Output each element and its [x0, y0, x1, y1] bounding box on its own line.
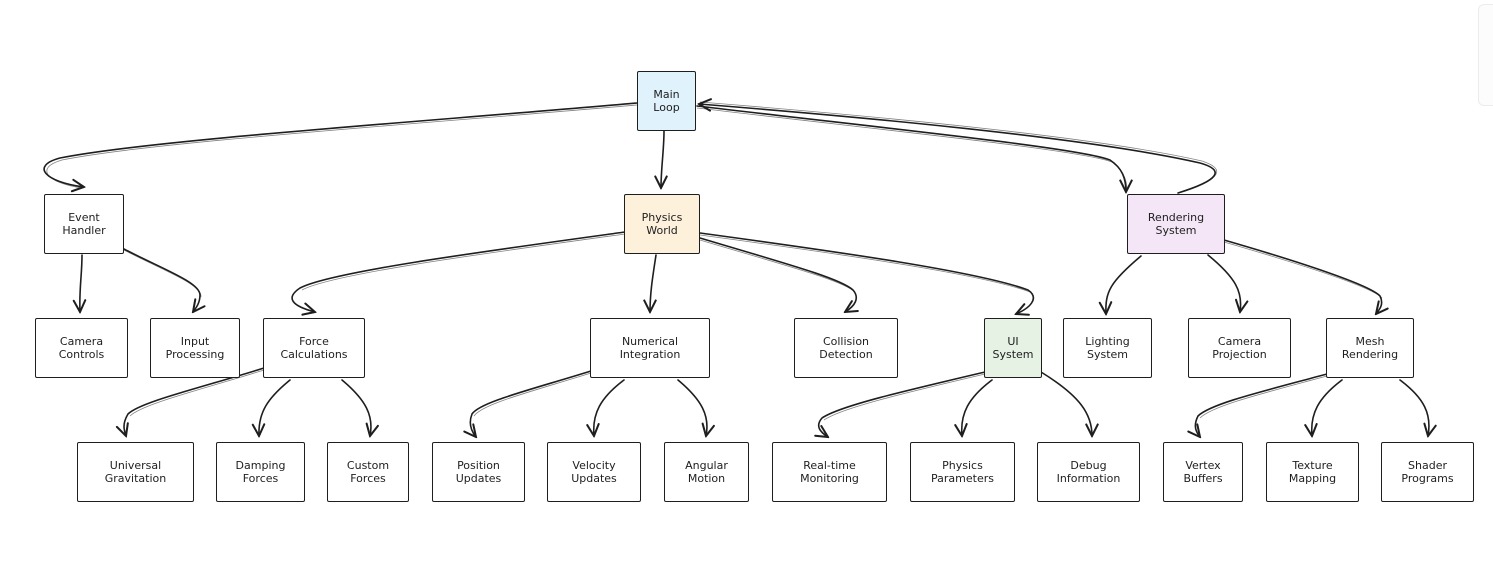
edge-main-to-event	[43, 102, 638, 187]
node-realtime-monitoring[interactable]: Real-time Monitoring	[772, 442, 887, 502]
node-label: Collision Detection	[819, 335, 873, 361]
edge-force-to-gravitation	[124, 367, 265, 436]
node-rendering-system[interactable]: Rendering System	[1127, 194, 1225, 254]
node-label: Camera Projection	[1212, 335, 1267, 361]
node-input-processing[interactable]: Input Processing	[150, 318, 240, 378]
node-label: Force Calculations	[280, 335, 348, 361]
node-custom-forces[interactable]: Custom Forces	[327, 442, 409, 502]
node-event-handler[interactable]: Event Handler	[44, 194, 124, 254]
node-angular-motion[interactable]: Angular Motion	[664, 442, 749, 502]
edge-physics-to-ui	[699, 232, 1034, 314]
node-universal-gravitation[interactable]: Universal Gravitation	[77, 442, 194, 502]
node-mesh-rendering[interactable]: Mesh Rendering	[1326, 318, 1414, 378]
node-ui-system[interactable]: UI System	[984, 318, 1042, 378]
node-label: Custom Forces	[346, 459, 390, 485]
node-label: Physics Parameters	[931, 459, 994, 485]
node-force-calculations[interactable]: Force Calculations	[263, 318, 365, 378]
edge-physics-to-collision	[699, 237, 856, 312]
edge-rendering-to-main	[699, 104, 1216, 194]
node-label: Rendering System	[1147, 211, 1205, 237]
node-physics-parameters[interactable]: Physics Parameters	[910, 442, 1015, 502]
node-label: Vertex Buffers	[1183, 459, 1223, 485]
node-numerical-integration[interactable]: Numerical Integration	[590, 318, 710, 378]
node-damping-forces[interactable]: Damping Forces	[216, 442, 305, 502]
edge-physics-to-numerical	[650, 254, 657, 312]
node-label: Physics World	[641, 211, 683, 237]
node-vertex-buffers[interactable]: Vertex Buffers	[1163, 442, 1243, 502]
node-label: UI System	[992, 335, 1034, 361]
edge-rendering-to-camera-projection	[1207, 254, 1241, 312]
edge-main-to-physics	[661, 130, 664, 188]
node-label: Camera Controls	[58, 335, 105, 361]
edge-numerical-to-velocity	[594, 379, 625, 436]
edge-mesh-to-texture	[1312, 379, 1343, 436]
edge-ui-to-debug	[1040, 371, 1092, 436]
edge-numerical-to-position	[470, 370, 592, 437]
node-label: Angular Motion	[685, 459, 728, 485]
node-shader-programs[interactable]: Shader Programs	[1381, 442, 1474, 502]
node-main-loop[interactable]: Main Loop	[637, 71, 696, 131]
node-label: Main Loop	[653, 88, 680, 114]
node-camera-controls[interactable]: Camera Controls	[35, 318, 128, 378]
edge-ui-to-realtime	[819, 371, 986, 437]
node-debug-information[interactable]: Debug Information	[1037, 442, 1140, 502]
node-position-updates[interactable]: Position Updates	[432, 442, 525, 502]
edge-physics-to-force	[291, 231, 626, 312]
edge-numerical-to-angular	[677, 379, 707, 436]
node-label: Texture Mapping	[1288, 459, 1337, 485]
edge-main-to-rendering	[696, 105, 1126, 192]
edge-rendering-to-mesh	[1223, 239, 1382, 314]
node-label: Shader Programs	[1401, 459, 1454, 485]
node-label: Lighting System	[1085, 335, 1130, 361]
node-label: Velocity Updates	[571, 459, 617, 485]
node-collision-detection[interactable]: Collision Detection	[794, 318, 898, 378]
node-texture-mapping[interactable]: Texture Mapping	[1266, 442, 1359, 502]
edge-event-to-camera-controls	[80, 254, 82, 312]
node-label: Real-time Monitoring	[800, 459, 859, 485]
edge-mesh-to-vertex	[1195, 373, 1328, 437]
edge-force-to-damping	[259, 379, 291, 436]
node-label: Position Updates	[455, 459, 502, 485]
node-velocity-updates[interactable]: Velocity Updates	[547, 442, 641, 502]
edge-mesh-to-shader	[1399, 379, 1429, 436]
node-label: Numerical Integration	[619, 335, 681, 361]
side-panel-edge	[1478, 4, 1493, 106]
edge-force-to-custom	[341, 379, 371, 436]
edge-ui-to-physics-parameters	[962, 379, 993, 436]
node-label: Mesh Rendering	[1341, 335, 1399, 361]
node-label: Debug Information	[1056, 459, 1121, 485]
node-camera-projection[interactable]: Camera Projection	[1188, 318, 1291, 378]
edge-rendering-to-lighting	[1106, 255, 1142, 314]
node-label: Universal Gravitation	[104, 459, 167, 485]
node-label: Event Handler	[62, 211, 106, 237]
edge-event-to-input	[121, 247, 200, 312]
node-physics-world[interactable]: Physics World	[624, 194, 700, 254]
node-label: Damping Forces	[235, 459, 286, 485]
node-label: Input Processing	[165, 335, 225, 361]
node-lighting-system[interactable]: Lighting System	[1063, 318, 1152, 378]
